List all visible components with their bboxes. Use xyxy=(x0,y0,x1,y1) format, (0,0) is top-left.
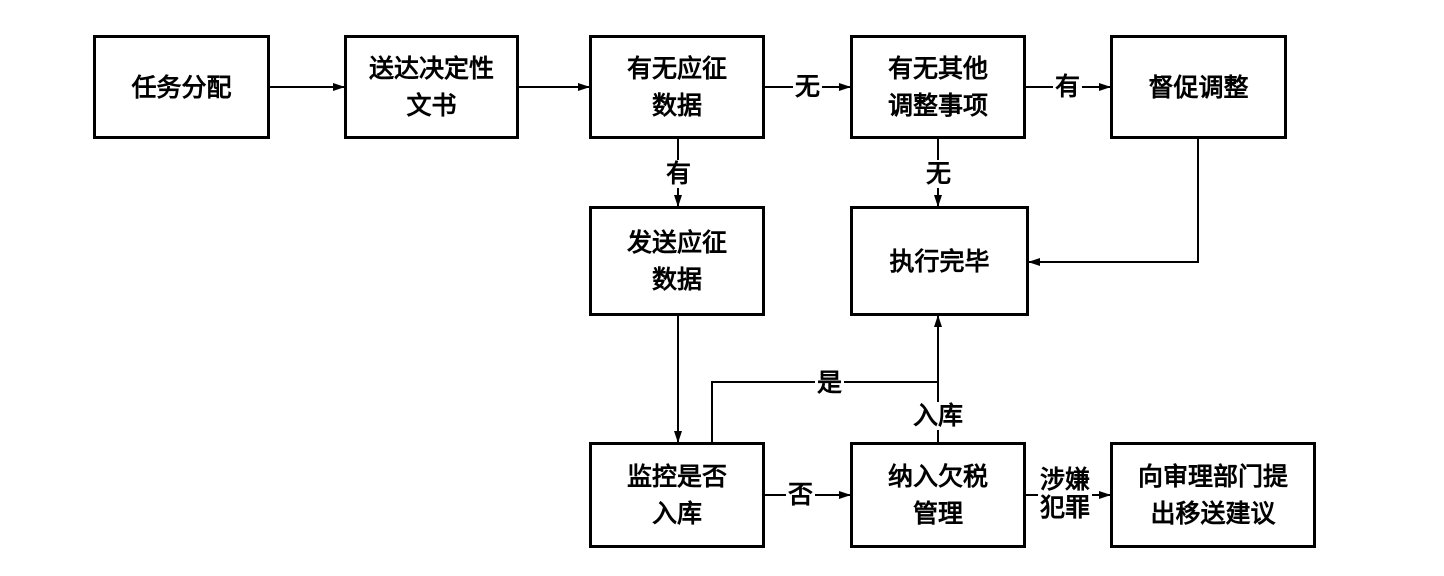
edge-urge-done xyxy=(1028,138,1199,266)
node-send-data: 发送应征 数据 xyxy=(589,206,765,316)
edge-monitor-yes xyxy=(711,381,938,442)
node-urge-label: 督促调整 xyxy=(1148,72,1249,102)
node-arrears-label: 纳入欠税 管理 xyxy=(887,462,988,528)
edge-label-stored: 入库 xyxy=(911,401,966,430)
node-monitor: 监控是否 入库 xyxy=(589,442,765,548)
edge-label-yes: 是 xyxy=(815,368,845,397)
node-deliver: 送达决定性 文书 xyxy=(344,35,519,139)
node-transfer: 向审理部门提 出移送建议 xyxy=(1110,442,1316,548)
node-send-data-label: 发送应征 数据 xyxy=(626,228,727,294)
edge-label-none-2: 无 xyxy=(924,159,954,188)
node-deliver-label: 送达决定性 文书 xyxy=(368,54,494,120)
node-done-label: 执行完毕 xyxy=(889,246,990,276)
node-has-data-label: 有无应征 数据 xyxy=(626,54,727,120)
node-monitor-label: 监控是否 入库 xyxy=(626,462,727,528)
edge-label-has-1: 有 xyxy=(1053,72,1083,101)
node-has-data: 有无应征 数据 xyxy=(589,35,765,139)
node-arrears: 纳入欠税 管理 xyxy=(850,442,1026,548)
node-assign-label: 任务分配 xyxy=(131,72,232,102)
edge-label-none-1: 无 xyxy=(793,72,823,101)
node-transfer-label: 向审理部门提 出移送建议 xyxy=(1137,462,1288,528)
node-assign: 任务分配 xyxy=(93,35,270,139)
node-other-items: 有无其他 调整事项 xyxy=(850,35,1026,139)
edge-label-crime: 涉嫌 犯罪 xyxy=(1038,465,1093,522)
node-done: 执行完毕 xyxy=(850,206,1029,316)
edge-label-has-2: 有 xyxy=(664,159,694,188)
edge-label-no: 否 xyxy=(786,480,816,509)
node-other-items-label: 有无其他 调整事项 xyxy=(887,54,988,120)
node-urge: 督促调整 xyxy=(1110,35,1287,139)
